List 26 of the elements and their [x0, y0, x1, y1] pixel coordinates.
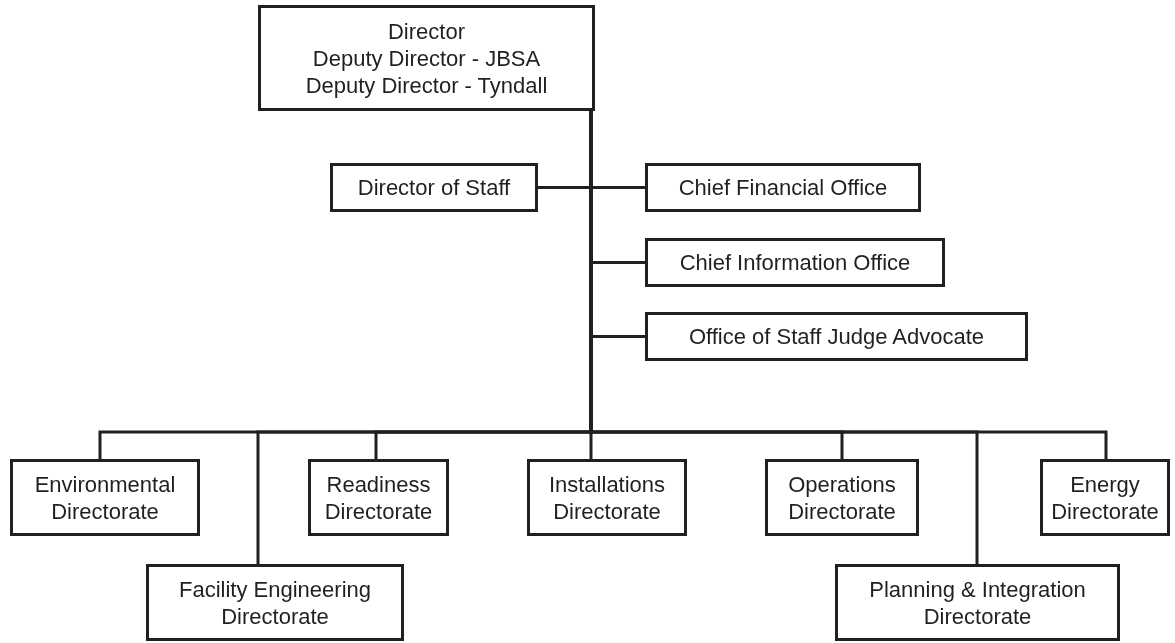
- unit-title: Operations Directorate: [787, 470, 897, 525]
- unit-title: Director: [388, 17, 465, 45]
- org-unit-box: [10, 459, 200, 536]
- unit-title: Environmental Directorate: [33, 470, 177, 525]
- org-unit-box: [765, 459, 919, 536]
- unit-title: Director of Staff: [357, 174, 511, 201]
- unit-title: Deputy Director - Tyndall: [305, 71, 548, 99]
- unit-title: Office of Staff Judge Advocate: [688, 323, 985, 350]
- org-unit-box: [527, 459, 687, 536]
- unit-title: Facility Engineering Directorate: [178, 575, 372, 630]
- org-unit-box: [645, 312, 1028, 361]
- org-unit-box: [1040, 459, 1170, 536]
- unit-title: Chief Financial Office: [678, 174, 888, 201]
- unit-title: Readiness Directorate: [323, 470, 434, 525]
- org-unit-box: [645, 238, 945, 287]
- director-box: [258, 5, 595, 111]
- unit-title: Chief Information Office: [679, 249, 911, 276]
- org-unit-box: [146, 564, 404, 641]
- org-unit-box: [330, 163, 538, 212]
- unit-title: Energy Directorate: [1050, 470, 1160, 525]
- org-unit-box: [308, 459, 449, 536]
- unit-title: Installations Directorate: [547, 470, 667, 525]
- unit-title: Deputy Director - JBSA: [312, 44, 541, 72]
- org-unit-box: [835, 564, 1120, 641]
- org-unit-box: [645, 163, 921, 212]
- unit-title: Planning & Integration Directorate: [868, 575, 1087, 630]
